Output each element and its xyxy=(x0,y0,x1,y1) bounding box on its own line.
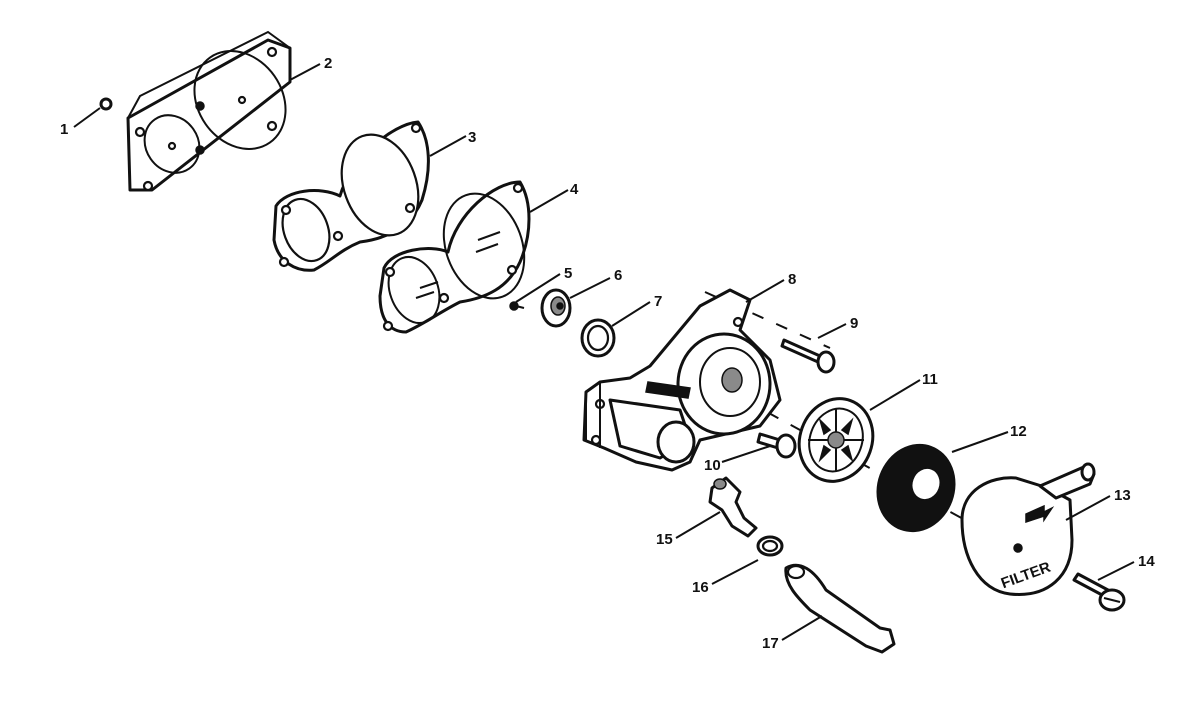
callout-15: 15 xyxy=(656,531,673,548)
assembly-axis-upper xyxy=(704,291,831,349)
callout-3: 3 xyxy=(468,129,476,146)
part-12-filter-element xyxy=(876,443,956,533)
callout-16: 16 xyxy=(692,579,709,596)
callout-14: 14 xyxy=(1138,553,1155,570)
callout-labels: 1 2 3 4 5 6 7 8 9 10 11 12 13 14 15 16 1… xyxy=(60,55,1155,652)
callout-4: 4 xyxy=(570,181,579,198)
leader-lines xyxy=(73,63,1135,641)
part-2-cover-plate xyxy=(126,30,292,192)
part-13-filter-cover: FILTER xyxy=(960,462,1096,596)
part-1-washer xyxy=(99,97,113,111)
callout-12: 12 xyxy=(1010,423,1027,440)
callout-1: 1 xyxy=(60,121,68,138)
callout-11: 11 xyxy=(922,371,938,388)
part-8-pump-body xyxy=(582,288,782,472)
part-15-fitting xyxy=(708,476,758,538)
part-4-diaphragm xyxy=(378,180,531,334)
callout-5: 5 xyxy=(564,265,572,282)
part-14-screw xyxy=(1072,572,1126,612)
part-11-retainer xyxy=(797,397,875,483)
callout-10: 10 xyxy=(704,457,721,474)
part-10-bolt xyxy=(756,432,797,459)
callout-17: 17 xyxy=(762,635,779,652)
callout-9: 9 xyxy=(850,315,858,332)
part-6-valve xyxy=(540,288,572,328)
callout-13: 13 xyxy=(1114,487,1131,504)
part-16-clamp xyxy=(756,535,784,557)
part-5-screw xyxy=(509,301,525,311)
callout-2: 2 xyxy=(324,55,332,72)
callout-6: 6 xyxy=(614,267,622,284)
part-9-bolt xyxy=(780,338,836,374)
part-3-gasket xyxy=(272,120,430,272)
callout-7: 7 xyxy=(654,293,662,310)
part-7-o-ring xyxy=(580,318,616,358)
part-17-hose xyxy=(784,563,896,654)
callout-8: 8 xyxy=(788,271,796,288)
